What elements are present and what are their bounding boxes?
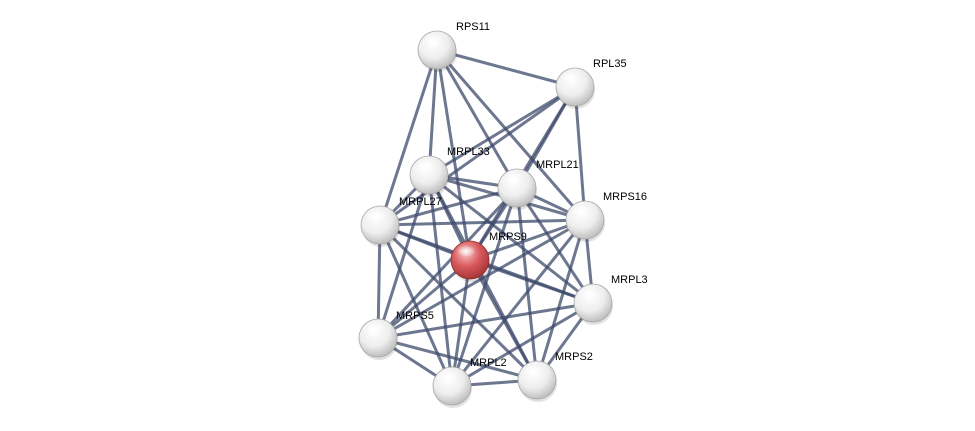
node-label-mrpl21: MRPL21 [536,159,579,171]
node-label-rpl35: RPL35 [593,58,627,70]
node-label-mrpl3: MRPL3 [611,274,648,286]
edge-mrps9-mrps2 [468,258,539,382]
edge-mrps16-mrpl2 [450,218,587,388]
edge-mrpl21-mrpl3 [515,186,595,305]
edge-rps11-mrpl33 [427,48,439,177]
edge-rps11-rpl35 [435,48,577,89]
node-label-mrps9: MRPS9 [489,231,527,243]
node-highlight-gloss [438,371,458,383]
node-rps11[interactable]: RPS11 [417,21,490,72]
node-highlight-gloss [503,173,523,185]
node-mrpl33[interactable]: MRPL33 [409,146,490,197]
edge-mrps16-mrps2 [535,218,587,382]
edge-mrpl21-mrpl27 [378,186,519,227]
edge-rps11-mrps9 [435,48,472,262]
node-mrps9[interactable]: MRPS9 [450,231,527,282]
edge-mrpl3-mrps5 [376,301,595,340]
node-label-mrps5: MRPS5 [396,310,434,322]
node-mrpl2[interactable]: MRPL2 [432,357,507,408]
node-label-mrpl33: MRPL33 [447,146,490,158]
node-mrps2[interactable]: MRPS2 [517,351,593,402]
node-label-mrps16: MRPS16 [603,191,647,203]
node-mrpl27[interactable]: MRPL27 [360,196,442,247]
edge-mrpl21-mrps2 [515,186,539,382]
edge-rps11-mrps16 [435,48,587,222]
edge-mrpl21-mrps5 [376,186,519,340]
node-highlight-gloss [364,323,384,335]
node-highlight-gloss [523,365,543,377]
edge-rpl35-mrpl33 [427,85,577,177]
edge-mrps9-mrpl3 [468,258,595,305]
edge-mrpl3-mrpl2 [450,301,595,388]
edge-rpl35-mrpl27 [378,85,577,227]
node-label-mrpl2: MRPL2 [470,357,507,369]
edge-mrpl33-mrps5 [376,173,431,340]
node-highlight-gloss [423,35,443,47]
node-label-mrps2: MRPS2 [555,351,593,363]
edge-rpl35-mrps16 [573,85,587,222]
node-highlight-gloss [415,160,435,172]
edge-mrps9-mrps5 [376,258,472,340]
edge-mrps16-mrpl27 [378,218,587,227]
node-mrps16[interactable]: MRPS16 [565,191,647,242]
node-highlight-gloss [571,205,591,217]
node-mrpl3[interactable]: MRPL3 [573,274,648,325]
node-mrps5[interactable]: MRPS5 [358,310,434,360]
node-label-rps11: RPS11 [456,21,490,33]
edge-mrpl27-mrps2 [378,223,539,382]
edge-mrps5-mrps2 [376,336,539,382]
edge-rps11-mrpl27 [378,48,439,227]
node-rpl35[interactable]: RPL35 [555,58,627,109]
node-highlight-gloss [456,245,476,257]
edge-rps11-mrpl21 [435,48,519,190]
node-highlight-gloss [366,210,386,222]
node-highlight-gloss [579,288,599,300]
edge-mrps16-mrps9 [468,218,587,262]
node-highlight-gloss [561,72,581,84]
node-mrpl21[interactable]: MRPL21 [497,159,579,210]
node-label-mrpl27: MRPL27 [399,196,442,208]
